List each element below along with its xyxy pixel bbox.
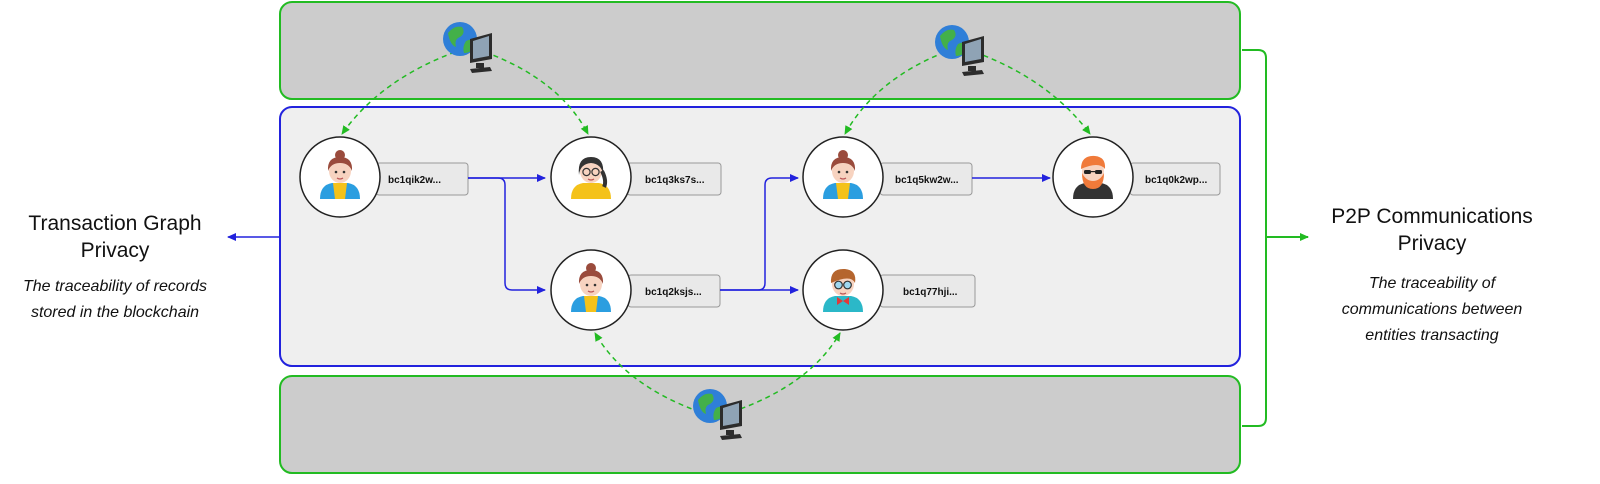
p2p-edge-bottom-1: [594, 332, 701, 413]
node-5: [1052, 136, 1134, 218]
address-box-1: bc1qik2w...: [375, 162, 469, 196]
address-box-2: bc1q3ks7s...: [626, 162, 722, 196]
address-box-5: bc1q0k2wp...: [1129, 162, 1221, 196]
right-subtitle-line3: entities transacting: [1365, 327, 1499, 344]
address-label-2: bc1q3ks7s...: [645, 175, 705, 186]
node-1: [299, 136, 381, 218]
right-title-line2: Privacy: [1398, 232, 1467, 255]
address-label-4: bc1q5kw2w...: [895, 175, 959, 186]
network-band-top: [279, 1, 1241, 100]
p2p-edge-bottom-2: [731, 332, 841, 413]
right-subtitle-line2: communications between: [1342, 301, 1523, 318]
node-4: [802, 136, 884, 218]
network-band-bottom: [279, 375, 1241, 474]
left-subtitle-line2: stored in the blockchain: [31, 304, 199, 321]
right-subtitle-line1: The traceability of: [1369, 275, 1497, 292]
node-2: [550, 136, 632, 218]
p2p-edge-top-right-1: [844, 51, 946, 135]
tx-edge-1-3: [468, 177, 546, 294]
node-3: [550, 249, 632, 331]
address-label-3: bc1q2ksjs...: [645, 287, 702, 298]
right-title-line1: P2P Communications: [1331, 205, 1533, 228]
p2p-bracket: [1242, 49, 1267, 427]
p2p-edge-top-left-2: [484, 51, 589, 135]
left-title-line1: Transaction Graph: [28, 212, 201, 235]
node-6: [802, 249, 884, 331]
left-subtitle-line1: The traceability of records: [23, 278, 207, 295]
address-label-5: bc1q0k2wp...: [1145, 175, 1207, 186]
address-box-4: bc1q5kw2w...: [879, 162, 973, 196]
address-box-3: bc1q2ksjs...: [627, 274, 721, 308]
left-title-line2: Privacy: [81, 239, 150, 262]
address-box-6: bc1q77hji...: [879, 274, 976, 308]
address-label-1: bc1qik2w...: [388, 175, 441, 186]
p2p-edge-top-left-1: [341, 51, 456, 135]
address-label-6: bc1q77hji...: [903, 287, 958, 298]
p2p-edge-top-right-2: [974, 51, 1091, 135]
